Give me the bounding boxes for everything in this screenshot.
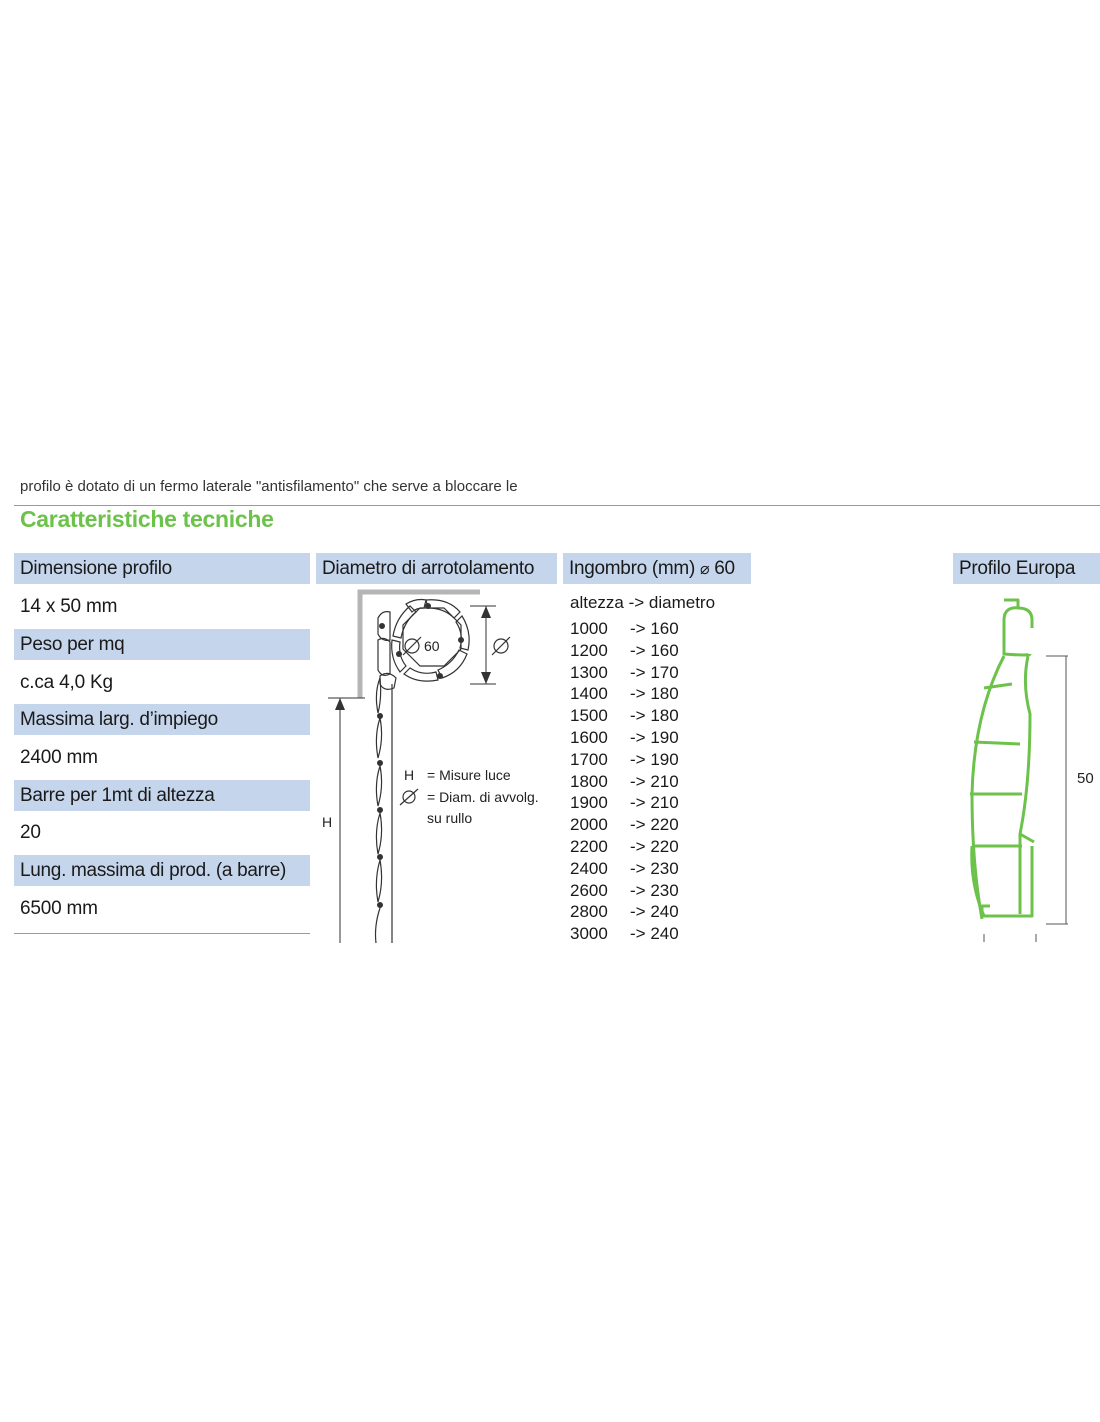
ingombro-height: 1300 [570,662,608,682]
ingombro-row: 1000 -> 160 [570,619,679,641]
ingombro-height: 2000 [570,815,608,835]
ingombro-height: 2400 [570,858,608,878]
ingombro-arrow: -> [630,684,646,704]
ingombro-diameter: 220 [650,815,679,835]
height-h-label: H [322,814,333,830]
ingombro-diameter: 210 [650,793,679,813]
ingombro-row: 2800 -> 240 [570,902,679,924]
ingombro-height: 1800 [570,771,608,791]
ingombro-column-header: altezza -> diametro [570,593,716,612]
ingombro-row: 1500 -> 180 [570,706,679,728]
ingombro-height: 1400 [570,684,608,704]
ingombro-row: 2200 -> 220 [570,837,679,859]
ingombro-row: 1200 -> 160 [570,641,679,663]
ingombro-diameter: 230 [650,858,679,878]
ingombro-diameter: 170 [650,662,679,682]
ingombro-arrow: -> [630,619,646,638]
spec-value-bars: 20 [20,822,41,843]
ingombro-diameter: 190 [650,749,679,769]
spec-value-weight: c.ca 4,0 Kg [20,672,113,693]
ingombro-arrow: -> [630,728,646,747]
ingombro-height: 1700 [570,749,608,769]
diameter-symbol-icon [493,638,509,654]
ingombro-diameter: 230 [650,880,679,900]
ingombro-row: 1800 -> 210 [570,772,679,794]
ingombro-diameter: 160 [650,619,679,638]
ingombro-diameter: 180 [650,706,679,726]
ingombro-row: 1300 -> 170 [570,663,679,685]
ingombro-arrow: -> [630,640,646,660]
ingombro-arrow: -> [630,858,646,878]
intro-text-fragment: profilo è dotato di un fermo laterale "a… [20,478,518,494]
profile-europa-drawing [970,598,1068,942]
ingombro-height: 1900 [570,793,608,813]
ingombro-row: 2600 -> 230 [570,881,679,903]
legend-d-text: = Diam. di avvolg. [427,789,539,805]
ingombro-header: Ingombro (mm) ⌀ 60 [563,553,751,584]
legend-d-text2: su rullo [427,810,473,826]
ingombro-row: 1700 -> 190 [570,750,679,772]
ingombro-arrow: -> [630,706,646,726]
spec-value-max-length: 6500 mm [20,898,98,919]
ingombro-row: 3000 -> 240 [570,924,679,946]
ingombro-arrow: -> [630,662,646,682]
section-title: Caratteristiche tecniche [20,506,274,532]
ingombro-diameter: 190 [650,728,679,747]
ingombro-arrow: -> [630,902,646,922]
spec-label-max-length: Lung. massima di prod. (a barre) [14,855,310,886]
ingombro-height: 3000 [570,924,608,944]
spec-label-weight: Peso per mq [14,629,310,660]
spec-label-dimension: Dimensione profilo [14,553,310,584]
ingombro-arrow: -> [630,749,646,769]
spec-label-bars: Barre per 1mt di altezza [14,780,310,811]
ingombro-arrow: -> [630,924,646,944]
legend-diameter-icon [402,790,416,804]
spec-value-max-width: 2400 mm [20,747,98,768]
section-divider [14,505,1100,506]
ingombro-height: 2600 [570,880,608,900]
profile-height-label: 50 [1077,770,1094,787]
ingombro-row: 1600 -> 190 [570,728,679,750]
ingombro-diameter: 240 [650,902,679,922]
ingombro-row: 1900 -> 210 [570,793,679,815]
ingombro-row: 1400 -> 180 [570,684,679,706]
legend-h-text: = Misure luce [427,767,511,783]
ingombro-height: 1000 [570,619,608,638]
ingombro-arrow: -> [630,771,646,791]
winding-header: Diametro di arrotolamento [316,553,557,584]
legend-h-symbol: H [404,767,415,783]
specs-bottom-rule [14,933,310,934]
ingombro-arrow: -> [630,815,646,835]
ingombro-diameter: 220 [650,837,679,856]
ingombro-arrow: -> [630,793,646,813]
ingombro-height: 2200 [570,837,608,856]
ingombro-arrow: -> [630,837,646,856]
ingombro-row: 2400 -> 230 [570,859,679,881]
ingombro-diameter: 210 [650,771,679,791]
winding-diagram [328,589,511,944]
ingombro-diameter: 240 [650,924,679,944]
spec-label-max-width: Massima larg. d’impiego [14,704,310,735]
ingombro-row: 2000 -> 220 [570,815,679,837]
ingombro-diameter: 180 [650,684,679,704]
roller-diameter-label: 60 [424,638,440,654]
ingombro-height: 1200 [570,640,608,660]
ingombro-height: 1600 [570,728,608,747]
ingombro-arrow: -> [630,880,646,900]
profile-header: Profilo Europa [953,553,1100,584]
ingombro-height: 2800 [570,902,608,922]
ingombro-diameter: 160 [650,640,679,660]
ingombro-height: 1500 [570,706,608,726]
spec-value-dimension: 14 x 50 mm [20,596,118,617]
